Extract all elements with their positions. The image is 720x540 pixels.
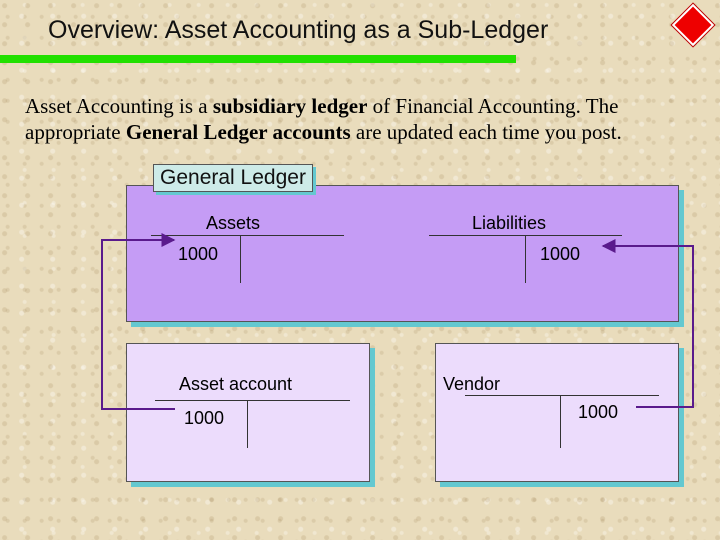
asset-account-vline — [247, 400, 248, 448]
asset-to-gl-arrow — [101, 233, 176, 410]
assets-account-debit: 1000 — [178, 244, 219, 264]
asset-account-box — [126, 343, 370, 482]
liabilities-account-title: Liabilities — [472, 213, 547, 233]
intro-bold-1: subsidiary ledger — [212, 94, 368, 118]
assets-account-vline — [240, 235, 241, 283]
intro-text-3: are updated each time you post. — [350, 120, 622, 144]
assets-account-hline — [151, 235, 344, 236]
vendor-account-title: Vendor — [443, 374, 501, 394]
page-title: Overview: Asset Accounting as a Sub-Ledg… — [48, 16, 549, 44]
intro-text-2: of Financial Accounting. The appropriate — [25, 94, 619, 144]
asset-account-title: Asset account — [179, 374, 293, 394]
vendor-account-hline — [465, 395, 659, 396]
general-ledger-box — [126, 185, 679, 322]
intro-paragraph: Asset Accounting is a subsidiary ledger … — [25, 93, 705, 145]
vendor-account-vline — [560, 395, 561, 448]
vendor-account-credit: 1000 — [578, 402, 619, 422]
intro-text-1: Asset Accounting is a — [25, 94, 213, 118]
liabilities-account-vline — [525, 235, 526, 283]
liabilities-account-credit: 1000 — [540, 244, 581, 264]
title-underline — [0, 55, 516, 63]
assets-account-title: Assets — [206, 213, 261, 233]
intro-bold-2: General Ledger accounts — [125, 120, 351, 144]
general-ledger-label: General Ledger — [153, 164, 313, 192]
asset-account-debit: 1000 — [184, 408, 225, 428]
vendor-account-box — [435, 343, 679, 482]
vendor-to-gl-arrow — [601, 239, 694, 408]
asset-account-hline — [155, 400, 350, 401]
